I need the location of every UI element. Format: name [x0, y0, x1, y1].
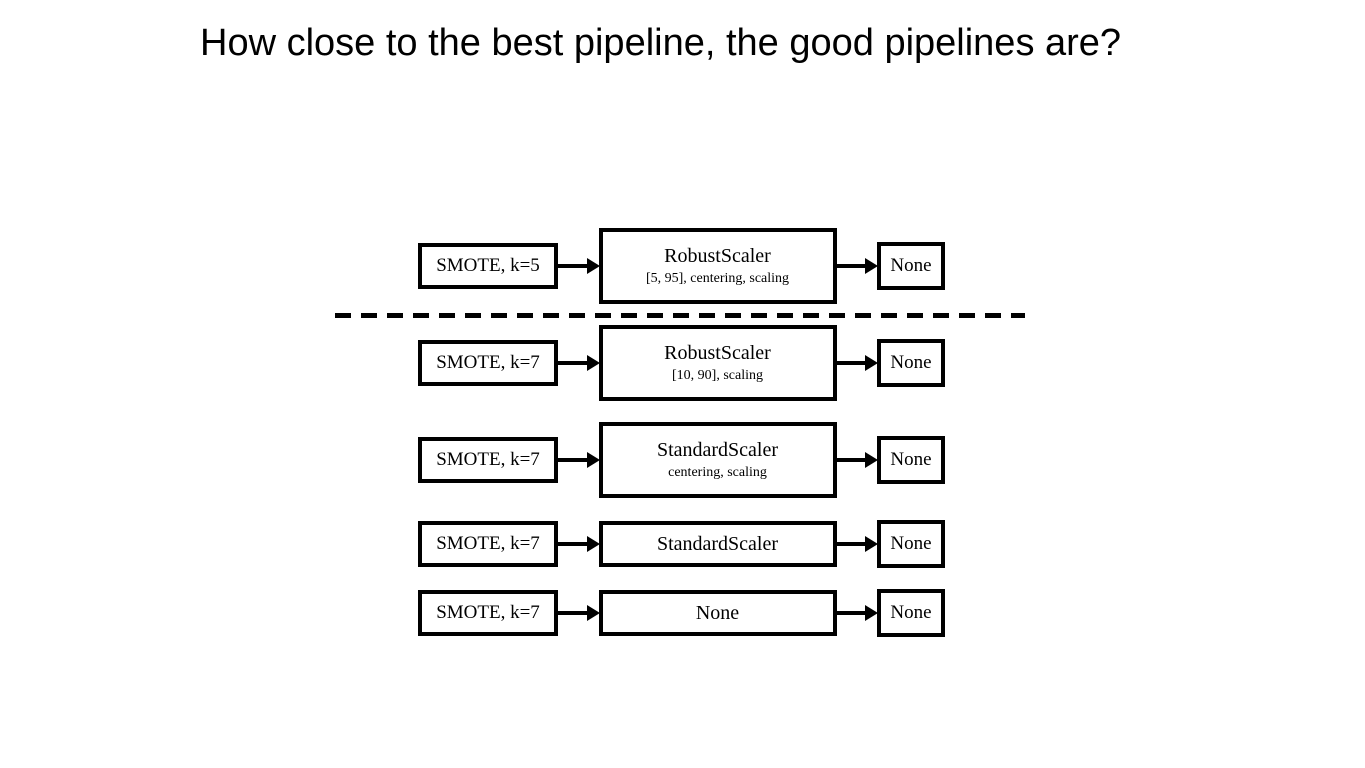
sampler-box: SMOTE, k=7	[418, 437, 558, 483]
classifier-label: None	[890, 602, 932, 623]
sampler-box: SMOTE, k=5	[418, 243, 558, 289]
sampler-label: SMOTE, k=5	[436, 255, 540, 276]
classifier-box: None	[877, 436, 945, 484]
sampler-box: SMOTE, k=7	[418, 590, 558, 636]
dashed-separator	[335, 313, 1025, 318]
scaler-params-label: [5, 95], centering, scaling	[645, 271, 790, 287]
sampler-box: SMOTE, k=7	[418, 340, 558, 386]
classifier-box: None	[877, 520, 945, 568]
scaler-box: StandardScaler	[598, 521, 837, 567]
scaler-box: RobustScaler [5, 95], centering, scaling	[598, 228, 837, 304]
classifier-box: None	[877, 339, 945, 387]
right-arrow-icon	[836, 355, 878, 371]
sampler-label: SMOTE, k=7	[436, 533, 540, 554]
scaler-label: StandardScaler	[656, 533, 779, 555]
scaler-box: None	[598, 590, 837, 636]
classifier-label: None	[890, 449, 932, 470]
right-arrow-icon	[558, 452, 599, 468]
right-arrow-icon	[836, 605, 878, 621]
scaler-box: RobustScaler [10, 90], scaling	[598, 325, 837, 401]
pipeline-row-best: SMOTE, k=5 RobustScaler [5, 95], centeri…	[418, 228, 945, 304]
scaler-label: None	[695, 602, 740, 624]
sampler-label: SMOTE, k=7	[436, 602, 540, 623]
right-arrow-icon	[558, 536, 599, 552]
classifier-box: None	[877, 589, 945, 637]
sampler-label: SMOTE, k=7	[436, 449, 540, 470]
classifier-label: None	[890, 255, 932, 276]
scaler-box: StandardScaler centering, scaling	[598, 422, 837, 498]
scaler-label: RobustScaler	[664, 342, 771, 365]
scaler-label: RobustScaler	[664, 245, 771, 268]
pipeline-row: SMOTE, k=7 RobustScaler [10, 90], scalin…	[418, 325, 945, 401]
scaler-params-label: [10, 90], scaling	[672, 368, 763, 384]
right-arrow-icon	[558, 258, 599, 274]
sampler-label: SMOTE, k=7	[436, 352, 540, 373]
scaler-label: StandardScaler	[656, 439, 779, 462]
pipeline-row: SMOTE, k=7 StandardScaler None	[418, 520, 945, 568]
classifier-label: None	[890, 533, 932, 554]
right-arrow-icon	[836, 536, 878, 552]
scaler-params-label: centering, scaling	[668, 465, 767, 481]
pipeline-row: SMOTE, k=7 StandardScaler centering, sca…	[418, 422, 945, 498]
slide-title: How close to the best pipeline, the good…	[200, 22, 1122, 64]
right-arrow-icon	[836, 258, 878, 274]
classifier-label: None	[890, 352, 932, 373]
right-arrow-icon	[836, 452, 878, 468]
right-arrow-icon	[558, 355, 599, 371]
right-arrow-icon	[558, 605, 599, 621]
classifier-box: None	[877, 242, 945, 290]
sampler-box: SMOTE, k=7	[418, 521, 558, 567]
pipeline-row: SMOTE, k=7 None None	[418, 589, 945, 637]
